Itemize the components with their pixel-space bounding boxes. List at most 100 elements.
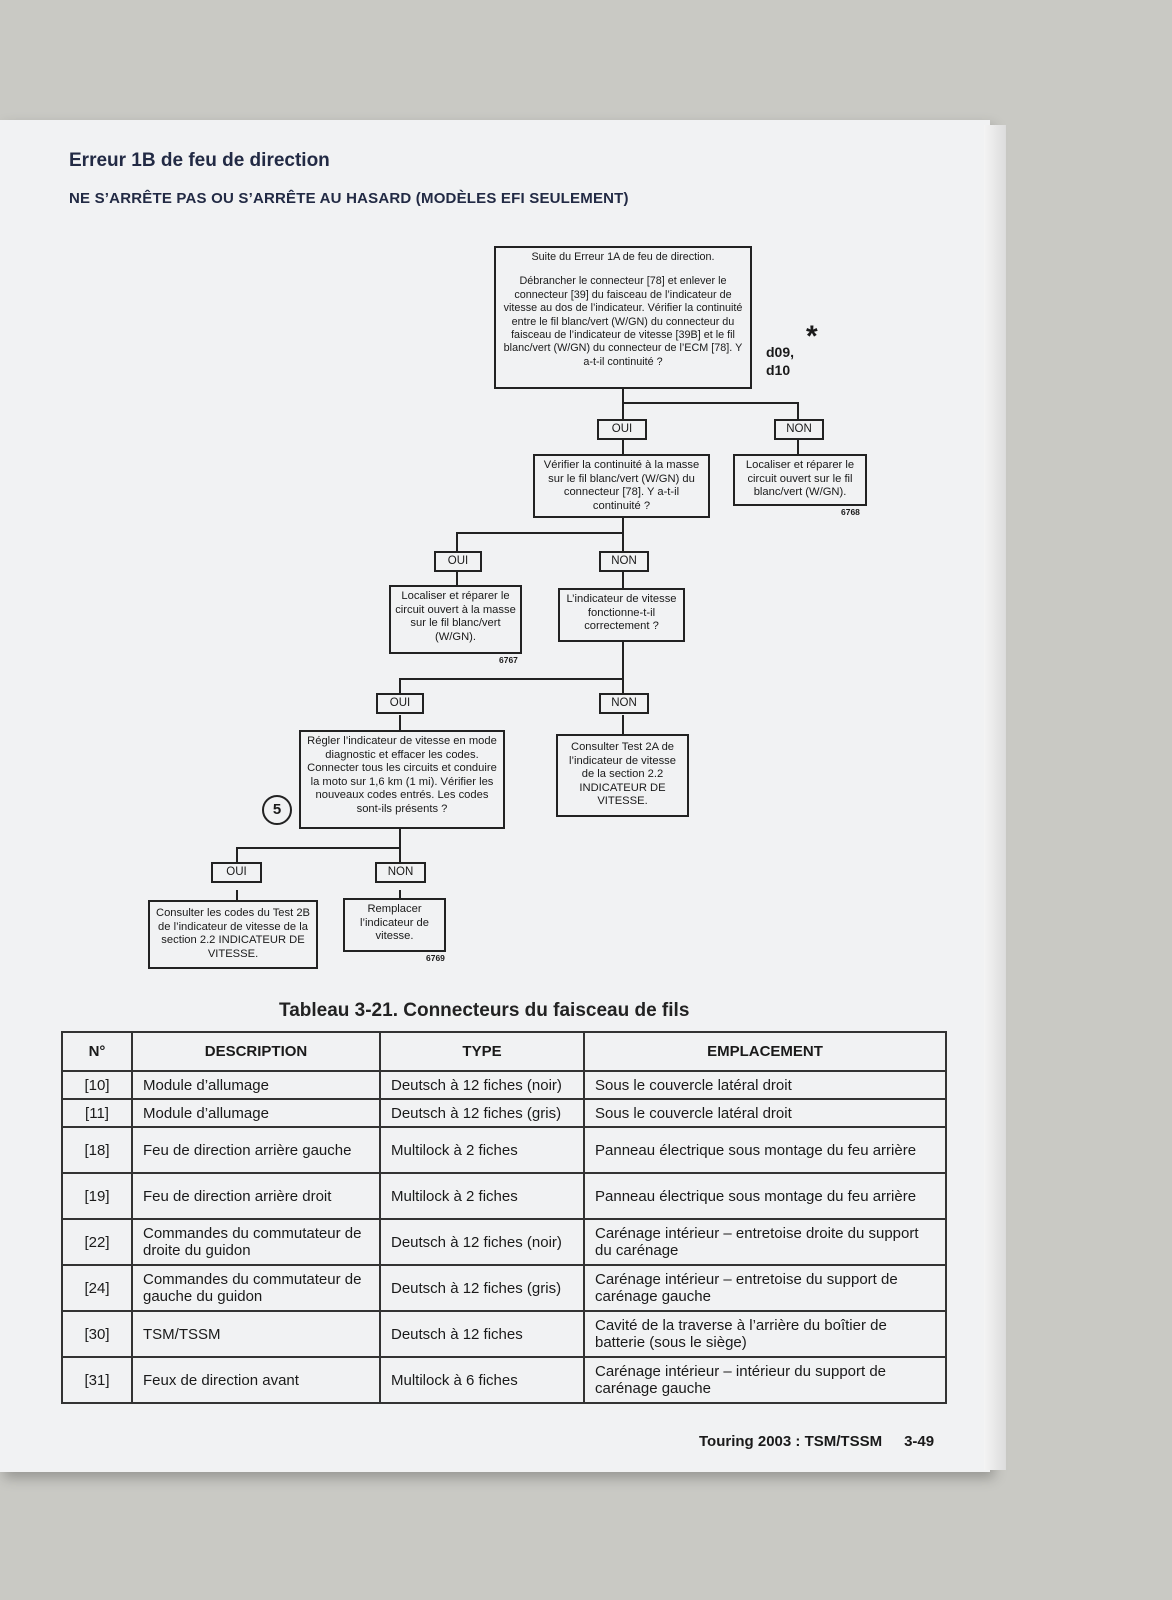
figure-reference: 6767	[499, 655, 518, 665]
flow-line	[622, 518, 624, 554]
connector-type: Deutsch à 12 fiches	[379, 1310, 585, 1358]
connector-number: [24]	[61, 1264, 133, 1312]
connector-description: Commandes du commutateur de gauche du gu…	[131, 1264, 381, 1312]
flow-line	[622, 402, 799, 404]
flow-repair-open-circuit: Localiser et réparer le circuit ouvert s…	[733, 454, 867, 506]
connector-location: Carénage intérieur – entretoise droite d…	[583, 1218, 947, 1266]
connector-type: Multilock à 2 fiches	[379, 1126, 585, 1174]
answer-oui-label: OUI	[376, 693, 424, 714]
asterisk-icon: *	[806, 320, 818, 353]
table-row: [11] Module d’allumage Deutsch à 12 fich…	[61, 1098, 947, 1128]
flow-line	[797, 440, 799, 454]
answer-oui-label: OUI	[434, 551, 482, 572]
connector-location: Carénage intérieur – entretoise du suppo…	[583, 1264, 947, 1312]
connector-type: Deutsch à 12 fiches (noir)	[379, 1070, 585, 1100]
answer-oui-label: OUI	[211, 862, 262, 883]
page-stack-edge	[984, 125, 1006, 1470]
flow-line	[236, 890, 238, 902]
table-row: [18] Feu de direction arrière gauche Mul…	[61, 1126, 947, 1174]
flow-line	[236, 847, 401, 849]
connector-type: Deutsch à 12 fiches (gris)	[379, 1098, 585, 1128]
flow-consult-test-2a: Consulter Test 2A de l’indicateur de vit…	[556, 734, 689, 817]
flow-question-ground-continuity: Vérifier la continuité à la masse sur le…	[533, 454, 710, 518]
figure-reference: 6769	[426, 953, 445, 963]
flow-question-diagnostic-mode: Régler l’indicateur de vitesse en mode d…	[299, 730, 505, 829]
flow-line	[622, 572, 624, 588]
answer-non-label: NON	[375, 862, 426, 883]
connector-description: Module d’allumage	[131, 1070, 381, 1100]
connector-description: Commandes du commutateur de droite du gu…	[131, 1218, 381, 1266]
answer-non-label: NON	[774, 419, 824, 440]
column-header: N°	[61, 1031, 133, 1072]
connector-number: [30]	[61, 1310, 133, 1358]
connector-number: [18]	[61, 1126, 133, 1174]
flow-start-intro: Suite du Erreur 1A de feu de direction.	[531, 251, 715, 263]
flow-line	[399, 715, 401, 730]
flow-line	[622, 440, 624, 454]
diagnostic-code: d09,	[766, 344, 795, 360]
flow-start-box: Suite du Erreur 1A de feu de direction. …	[494, 246, 752, 389]
answer-non-label: NON	[599, 551, 649, 572]
table-row: [19] Feu de direction arrière droit Mult…	[61, 1172, 947, 1220]
answer-non-label: NON	[599, 693, 649, 714]
page-footer: Touring 2003 : TSM/TSSM 3-49	[699, 1433, 934, 1450]
connector-location: Panneau électrique sous montage du feu a…	[583, 1172, 947, 1220]
connector-description: Feu de direction arrière droit	[131, 1172, 381, 1220]
page-number: 3-49	[904, 1433, 935, 1450]
connector-type: Multilock à 2 fiches	[379, 1172, 585, 1220]
connector-location: Carénage intérieur – intérieur du suppor…	[583, 1356, 947, 1404]
flow-repair-ground-circuit: Localiser et réparer le circuit ouvert à…	[389, 585, 522, 654]
connector-number: [10]	[61, 1070, 133, 1100]
page-title: Erreur 1B de feu de direction	[69, 150, 330, 171]
connector-description: TSM/TSSM	[131, 1310, 381, 1358]
flow-line	[622, 715, 624, 734]
column-header: TYPE	[379, 1031, 585, 1072]
diagnostic-code: d10	[766, 362, 791, 378]
connector-type: Deutsch à 12 fiches (gris)	[379, 1264, 585, 1312]
connectors-table: N° DESCRIPTION TYPE EMPLACEMENT [10] Mod…	[61, 1031, 947, 1404]
table-row: [30] TSM/TSSM Deutsch à 12 fiches Cavité…	[61, 1310, 947, 1358]
connector-location: Panneau électrique sous montage du feu a…	[583, 1126, 947, 1174]
manual-title: Touring 2003 : TSM/TSSM	[699, 1433, 883, 1450]
table-row: [31] Feux de direction avant Multilock à…	[61, 1356, 947, 1404]
answer-oui-label: OUI	[597, 419, 647, 440]
connector-description: Feux de direction avant	[131, 1356, 381, 1404]
flow-line	[797, 402, 799, 422]
table-row: [22] Commandes du commutateur de droite …	[61, 1218, 947, 1266]
diagnostic-codes: d09, d10	[766, 343, 794, 379]
flow-question-speedometer: L’indicateur de vitesse fonctionne-t-il …	[558, 588, 685, 642]
connector-location: Cavité de la traverse à l’arrière du boî…	[583, 1310, 947, 1358]
connector-location: Sous le couvercle latéral droit	[583, 1098, 947, 1128]
column-header: EMPLACEMENT	[583, 1031, 947, 1072]
connector-number: [11]	[61, 1098, 133, 1128]
flow-line	[456, 572, 458, 586]
connector-number: [31]	[61, 1356, 133, 1404]
flow-line	[399, 678, 624, 680]
flow-line	[399, 890, 401, 900]
table-row: [24] Commandes du commutateur de gauche …	[61, 1264, 947, 1312]
flow-replace-speedometer: Remplacer l’indicateur de vitesse.	[343, 898, 446, 952]
figure-reference: 6768	[841, 507, 860, 517]
table-row: [10] Module d’allumage Deutsch à 12 fich…	[61, 1070, 947, 1100]
flow-line	[399, 829, 401, 871]
step-number-badge: 5	[262, 795, 292, 825]
flow-consult-test-2b: Consulter les codes du Test 2B de l’indi…	[148, 900, 318, 969]
connector-description: Feu de direction arrière gauche	[131, 1126, 381, 1174]
page-subtitle: NE S’ARRÊTE PAS OU S’ARRÊTE AU HASARD (M…	[69, 190, 629, 207]
column-header: DESCRIPTION	[131, 1031, 381, 1072]
flow-line	[456, 532, 624, 534]
flow-line	[399, 678, 401, 696]
table-header-row: N° DESCRIPTION TYPE EMPLACEMENT	[61, 1031, 947, 1072]
connector-type: Deutsch à 12 fiches (noir)	[379, 1218, 585, 1266]
connector-description: Module d’allumage	[131, 1098, 381, 1128]
flow-line	[622, 388, 624, 422]
flow-line	[456, 532, 458, 554]
flow-start-instructions: Débrancher le connecteur [78] et enlever…	[503, 275, 743, 368]
connector-number: [19]	[61, 1172, 133, 1220]
flow-line	[622, 642, 624, 696]
table-caption: Tableau 3-21. Connecteurs du faisceau de…	[279, 1000, 690, 1021]
connector-number: [22]	[61, 1218, 133, 1266]
connector-type: Multilock à 6 fiches	[379, 1356, 585, 1404]
connector-location: Sous le couvercle latéral droit	[583, 1070, 947, 1100]
flow-line	[236, 847, 238, 871]
